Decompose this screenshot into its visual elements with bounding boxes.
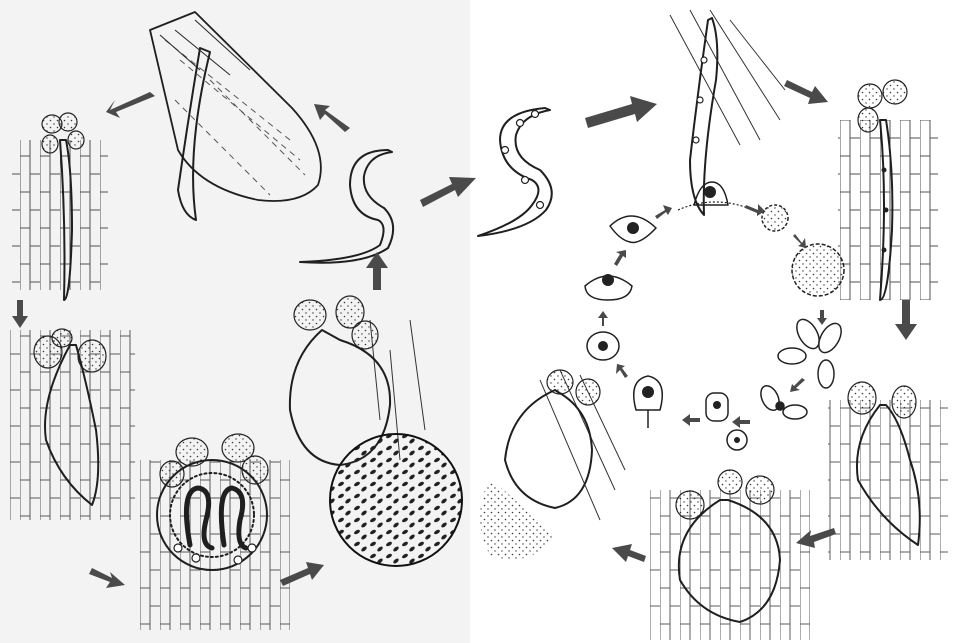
microcolony-2 <box>792 244 844 296</box>
developing-endospore-2 <box>634 376 663 428</box>
spore-attached <box>678 182 748 210</box>
infected-swelling-female <box>828 382 948 560</box>
arrow-to-infected-migration <box>784 80 828 104</box>
migration-stage <box>12 113 108 300</box>
juvenile-with-spores <box>478 108 552 236</box>
mature-endospore-1 <box>587 332 619 360</box>
spore-release <box>480 370 625 560</box>
quartet-sporangia <box>757 383 807 419</box>
mature-endospore-2 <box>585 274 632 300</box>
sporangia-cluster <box>778 316 846 388</box>
egg-mass <box>330 434 462 566</box>
infected-root-penetration <box>670 10 785 215</box>
infected-migration <box>838 80 938 300</box>
gall-with-juveniles <box>140 434 290 630</box>
arrow-down-right <box>895 300 917 340</box>
endospore-cycle <box>585 182 846 450</box>
swelling-female-stage <box>10 329 135 520</box>
right-cycle <box>478 10 948 640</box>
mature-endospore-3 <box>610 216 656 242</box>
microcolony-1 <box>762 205 788 231</box>
arrow-to-infected-root <box>585 96 657 128</box>
arrow-to-spore-release <box>612 544 646 562</box>
infected-female-full <box>650 470 810 640</box>
